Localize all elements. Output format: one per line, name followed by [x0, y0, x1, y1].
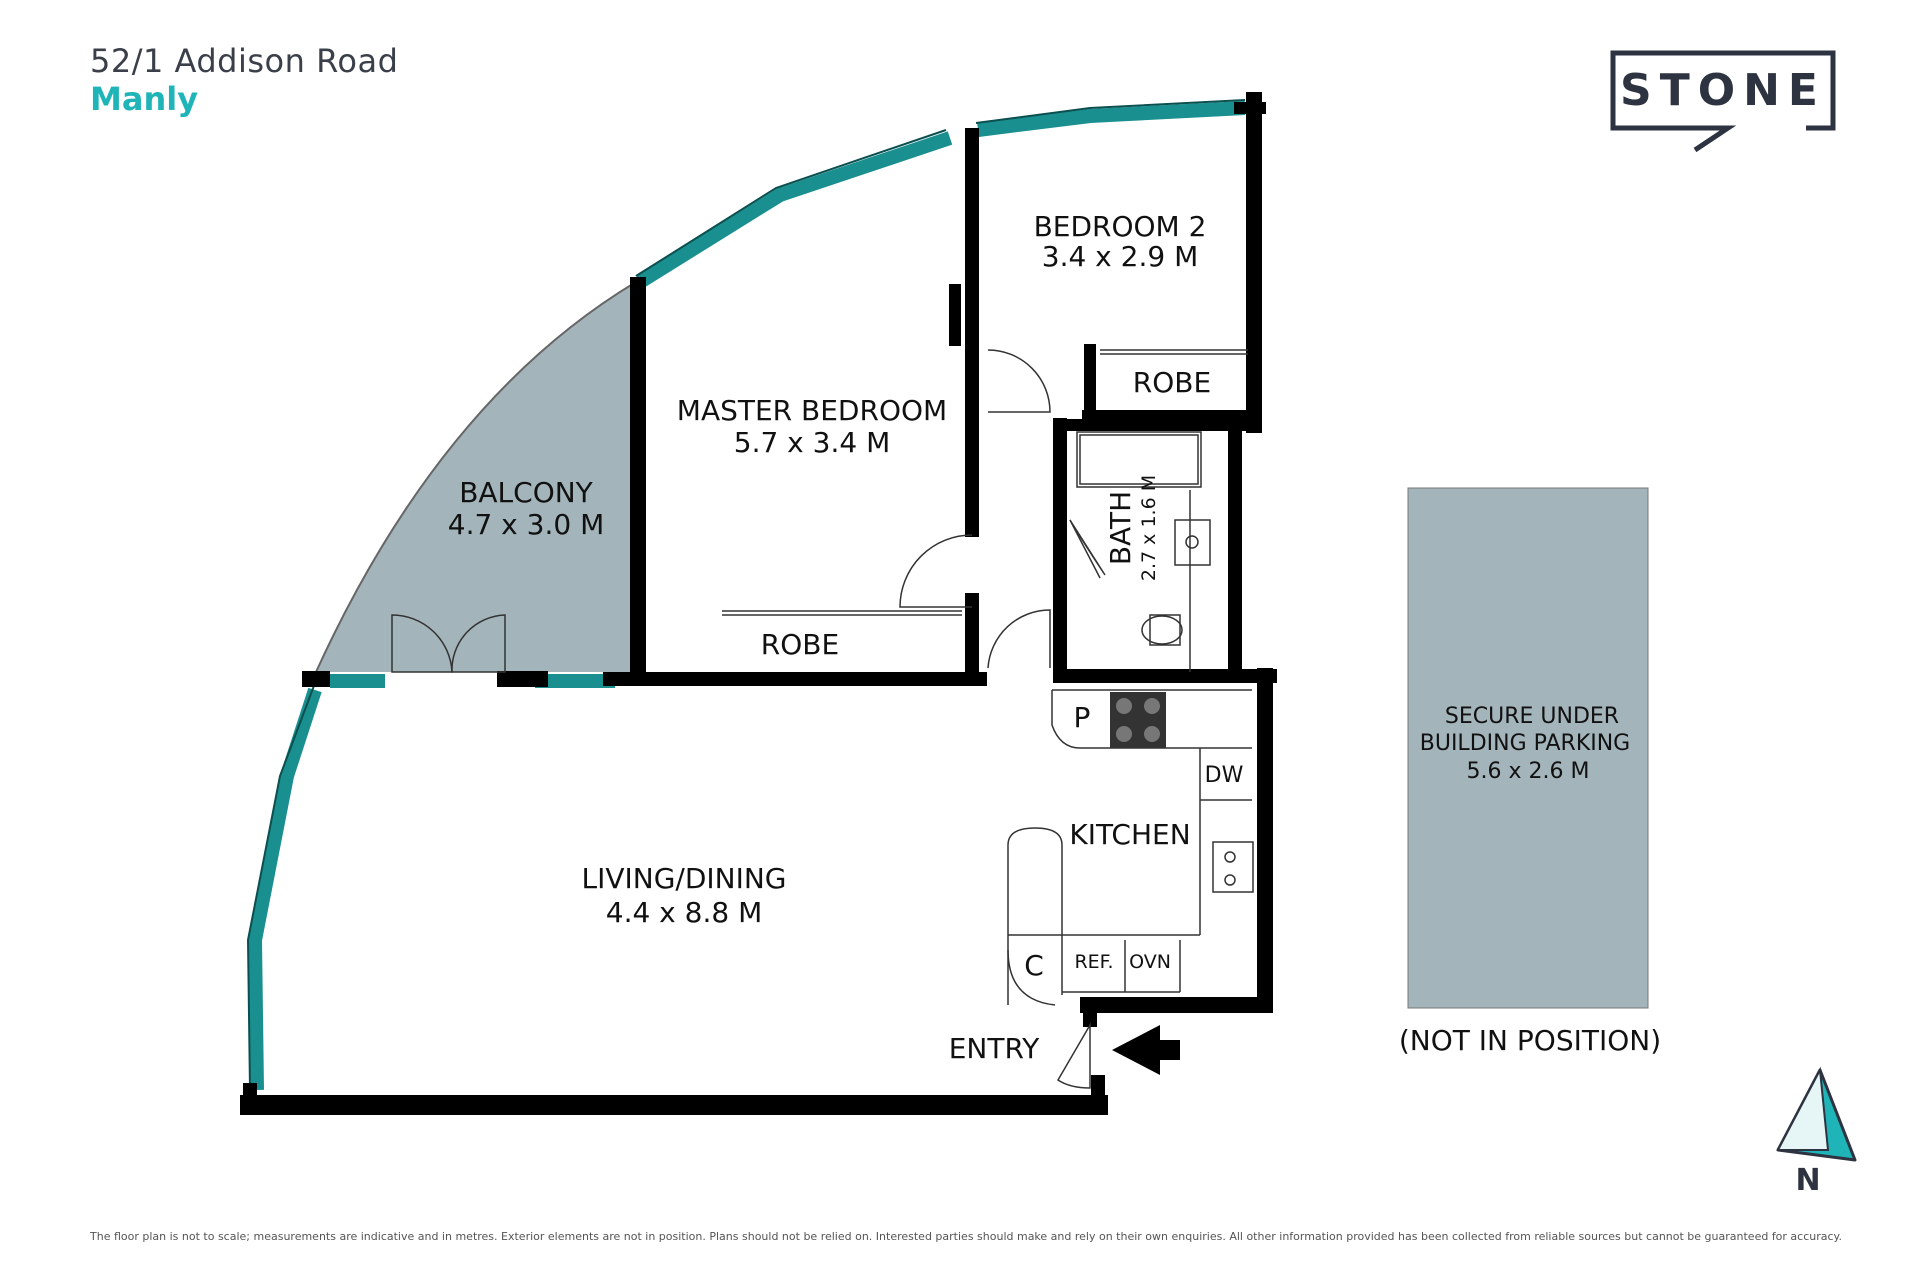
window-bed2-north — [977, 101, 1246, 137]
parking-note: (NOT IN POSITION) — [1399, 1024, 1661, 1057]
property-suburb: Manly — [90, 80, 199, 118]
parking-size: 5.6 x 2.6 M — [1467, 759, 1590, 784]
kitchen-name: KITCHEN — [1069, 818, 1190, 851]
window-frames — [246, 99, 1246, 1091]
stone-logo: STONE — [1610, 50, 1836, 153]
oven-label: OVN — [1129, 951, 1171, 973]
parking-line2: BUILDING PARKING — [1420, 731, 1630, 756]
balcony-area — [316, 282, 636, 672]
fixtures — [391, 349, 1254, 1089]
compass-icon — [1776, 1066, 1857, 1162]
dishwasher-label: DW — [1205, 763, 1244, 788]
brand-name: STONE — [1620, 65, 1826, 116]
window-master-north — [636, 131, 953, 288]
balcony-name: BALCONY — [459, 476, 593, 509]
compass-label: N — [1795, 1163, 1820, 1198]
bedroom2-name: BEDROOM 2 — [1034, 210, 1207, 243]
bath-name: BATH — [1104, 491, 1137, 565]
property-address: 52/1 Addison Road — [90, 42, 399, 80]
disclaimer-text: The floor plan is not to scale; measurem… — [90, 1230, 1842, 1243]
window-living-west — [248, 687, 322, 1091]
living-dining-size: 4.4 x 8.8 M — [606, 896, 763, 929]
robe-bed2-label: ROBE — [1133, 366, 1211, 399]
cupboard-label: C — [1024, 949, 1044, 982]
fridge-label: REF. — [1074, 951, 1113, 973]
master-bedroom-name: MASTER BEDROOM — [677, 394, 947, 427]
parking-area — [1407, 487, 1649, 1009]
walls — [240, 92, 1277, 1115]
pantry-label: P — [1074, 701, 1091, 734]
robe-master-label: ROBE — [761, 628, 839, 661]
parking-line1: SECURE UNDER — [1445, 704, 1619, 729]
balcony-size: 4.7 x 3.0 M — [448, 508, 605, 541]
windows — [248, 101, 1246, 1091]
cooktop — [1110, 692, 1166, 748]
bath-size: 2.7 x 1.6 M — [1138, 475, 1160, 581]
master-bedroom-size: 5.7 x 3.4 M — [734, 426, 891, 459]
entry-label: ENTRY — [949, 1032, 1040, 1065]
bedroom2-size: 3.4 x 2.9 M — [1042, 240, 1199, 273]
balcony-edge — [315, 281, 637, 673]
entry-arrow-icon — [1112, 1025, 1180, 1075]
living-dining-name: LIVING/DINING — [581, 862, 786, 895]
